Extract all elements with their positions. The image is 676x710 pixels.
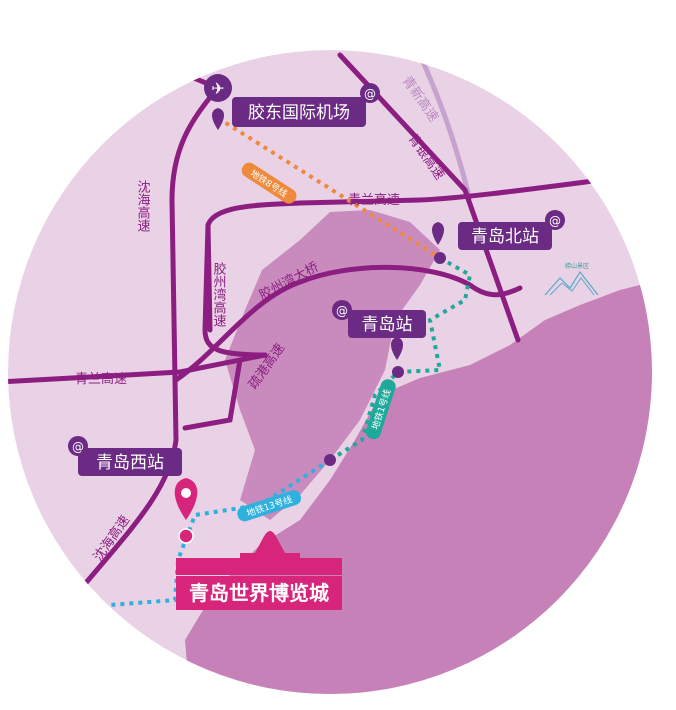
north-pin-icon [432,222,444,245]
expo-dot [178,528,194,544]
west-label: 青岛西站 [96,453,164,473]
metro-stop-dot [324,454,336,466]
svg-text:@: @ [364,87,376,101]
road-bridge [173,264,523,383]
road-qinglan-left [8,352,268,385]
metro-line8 [216,116,442,260]
jiaozhou-bay [225,210,440,520]
road-shugang [182,357,243,431]
north-station-dot [434,252,446,264]
svg-text:@: @ [72,440,84,454]
north-label-box [458,222,552,250]
road-qingxin [417,53,473,201]
central-label: 青岛站 [362,315,413,335]
svg-text:@: @ [336,304,348,318]
airport-label: 胶东国际机场 [248,103,350,123]
airport-label-box [232,97,366,127]
central-station-dot [392,366,404,378]
central-label-box [348,310,426,338]
laoshan-mountain-icon: 崂山景区 [544,262,599,296]
train-icon [68,436,88,456]
road-label-shenhai-top: 沈海高速 [135,180,151,232]
road-jiaozhouwan [202,222,268,358]
road-label-qinglan-top: 青兰高速 [348,192,400,208]
west-label-box [78,448,182,476]
train-icon [360,83,380,103]
expo-pin-icon [174,478,198,520]
scenic-label: 崂山景区 [565,262,589,270]
road-label-jiaozhouwan: 胶州湾高速 [211,261,227,327]
airplane-icon: ✈ [211,79,224,98]
airport-pin-icon [212,108,224,130]
svg-text:@: @ [549,214,561,228]
train-icon [332,300,352,320]
road-label-qinglan-left: 青兰高速 [75,371,127,387]
expo-title: 青岛世界博览城 [189,581,329,605]
north-label: 青岛北站 [471,227,539,247]
expo-building-icon [176,531,342,575]
road-shenhai [77,57,223,593]
airport-circle [204,74,232,102]
central-pin-icon [391,337,403,360]
road-qingyin [337,52,521,343]
train-icon [545,210,565,230]
road-qinglan-top [205,172,643,333]
expo-label-box [176,576,342,610]
